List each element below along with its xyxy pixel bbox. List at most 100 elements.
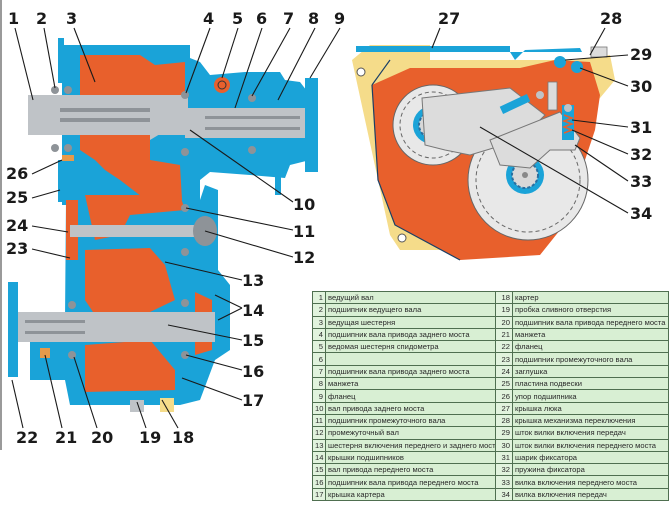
legend-left-label: фланец: [325, 389, 496, 403]
mount-hole: [397, 233, 407, 243]
left-callouts: 1 2 3 4 5 6 7 8 9 10 11 12 13 14 15 16 1…: [6, 9, 345, 447]
callout-13: 13: [242, 271, 264, 290]
speedometer-gear: [214, 77, 230, 93]
legend-left-number: 16: [312, 475, 326, 489]
legend-right-label: подшипник промежуточного вала: [512, 352, 669, 366]
mount-hole: [356, 67, 366, 77]
rear-shaft-bearing-ball: [181, 91, 189, 99]
legend-right-label: фланец: [512, 340, 669, 354]
legend-right-label: вилка включения передач: [512, 487, 669, 502]
callout-17: 17: [242, 391, 264, 410]
legend-right-number: 22: [495, 340, 513, 354]
legend-left-number: 15: [312, 463, 326, 477]
legend-right-number: 21: [495, 327, 513, 342]
legend-left-number: 5: [312, 340, 326, 354]
callout-7: 7: [283, 9, 294, 28]
rear-shaft-spline: [205, 116, 300, 119]
callout-32: 32: [630, 145, 652, 164]
legend-left-number: 13: [312, 438, 326, 452]
callout-5: 5: [232, 9, 243, 28]
callout-28: 28: [600, 9, 622, 28]
legend-right-number: 29: [495, 426, 513, 440]
shaft-center: [522, 172, 528, 178]
legend-left-number: 1: [312, 290, 326, 305]
callout-11: 11: [293, 222, 315, 241]
front-shaft-spline: [25, 320, 85, 323]
callout-24: 24: [6, 216, 28, 235]
callout-3: 3: [66, 9, 77, 28]
front-bearing-ball: [181, 299, 189, 307]
callout-22: 22: [16, 428, 38, 447]
legend-right-number: 28: [495, 413, 513, 428]
legend-left-label: ведомая шестерня спидометра: [325, 340, 496, 354]
legend-left-label: ведущий вал: [325, 290, 496, 305]
legend-right-number: 33: [495, 475, 513, 489]
callout-23: 23: [6, 239, 28, 258]
rear-shaft-bearing-ball: [248, 146, 256, 154]
legend-right-number: 25: [495, 377, 513, 391]
longitudinal-section-view: [8, 38, 318, 412]
front-bearing-ball: [181, 351, 189, 359]
callout-29: 29: [630, 45, 652, 64]
legend-left-number: 4: [312, 327, 326, 342]
legend-right-label: упор подшипника: [512, 389, 669, 403]
drain-plug: [130, 400, 144, 412]
legend-right-number: 18: [495, 290, 513, 305]
callout-19: 19: [139, 428, 161, 447]
front-bearing-ball: [68, 301, 76, 309]
legend-left-number: 7: [312, 364, 326, 379]
callout-16: 16: [242, 362, 264, 381]
right-leader-lines: [431, 27, 629, 214]
legend-right-number: 26: [495, 389, 513, 403]
legend-left-number: 14: [312, 450, 326, 465]
input-bearing-ball: [64, 86, 72, 94]
legend-left-label: промежуточный вал: [325, 426, 496, 440]
rear-axle-drive-shaft: [185, 108, 315, 138]
legend-left-label: подшипник вала привода переднего моста: [325, 475, 496, 489]
right-callouts: 27 28 29 30 31 32 33 34: [438, 9, 652, 223]
front-axle-shift-rod: [571, 61, 583, 73]
legend-left-label: подшипник промежуточного вала: [325, 413, 496, 428]
speedometer-gear-hub: [217, 80, 227, 90]
legend-left-number: 3: [312, 315, 326, 329]
legend-left-label: шестерня включения переднего и заднего м…: [325, 438, 496, 452]
input-bearing-ball: [64, 144, 72, 152]
input-shaft-spline: [60, 108, 150, 112]
bearing-stop: [62, 155, 74, 161]
left-leader-lines: [11, 27, 341, 429]
shift-mechanism-view: [352, 45, 615, 261]
legend-right-label: шток вилки включения переднего моста: [512, 438, 669, 452]
input-bearing-ball: [51, 144, 59, 152]
legend-left-label: манжета: [325, 377, 496, 391]
legend-left-label: вал привода переднего моста: [325, 463, 496, 477]
callout-31: 31: [630, 118, 652, 137]
callout-30: 30: [630, 77, 652, 96]
legend-left-label: подшипник вала привода заднего моста: [325, 327, 496, 342]
legend-right-number: 23: [495, 352, 513, 366]
legend-right-label: крышка механизма переключения: [512, 413, 669, 428]
legend-right-label: пробка сливного отверстия: [512, 303, 669, 317]
callout-33: 33: [630, 172, 652, 191]
gear-shift-rod: [554, 56, 566, 68]
legend-left-label: вал привода заднего моста: [325, 401, 496, 415]
legend-left-label: ведущая шестерня: [325, 315, 496, 329]
input-bearing-ball: [51, 86, 59, 94]
callout-12: 12: [293, 248, 315, 267]
bracket: [275, 160, 281, 195]
callout-6: 6: [256, 9, 267, 28]
front-drive-gear: [85, 248, 175, 315]
front-flange: [8, 282, 18, 377]
legend-right-number: 34: [495, 487, 513, 502]
